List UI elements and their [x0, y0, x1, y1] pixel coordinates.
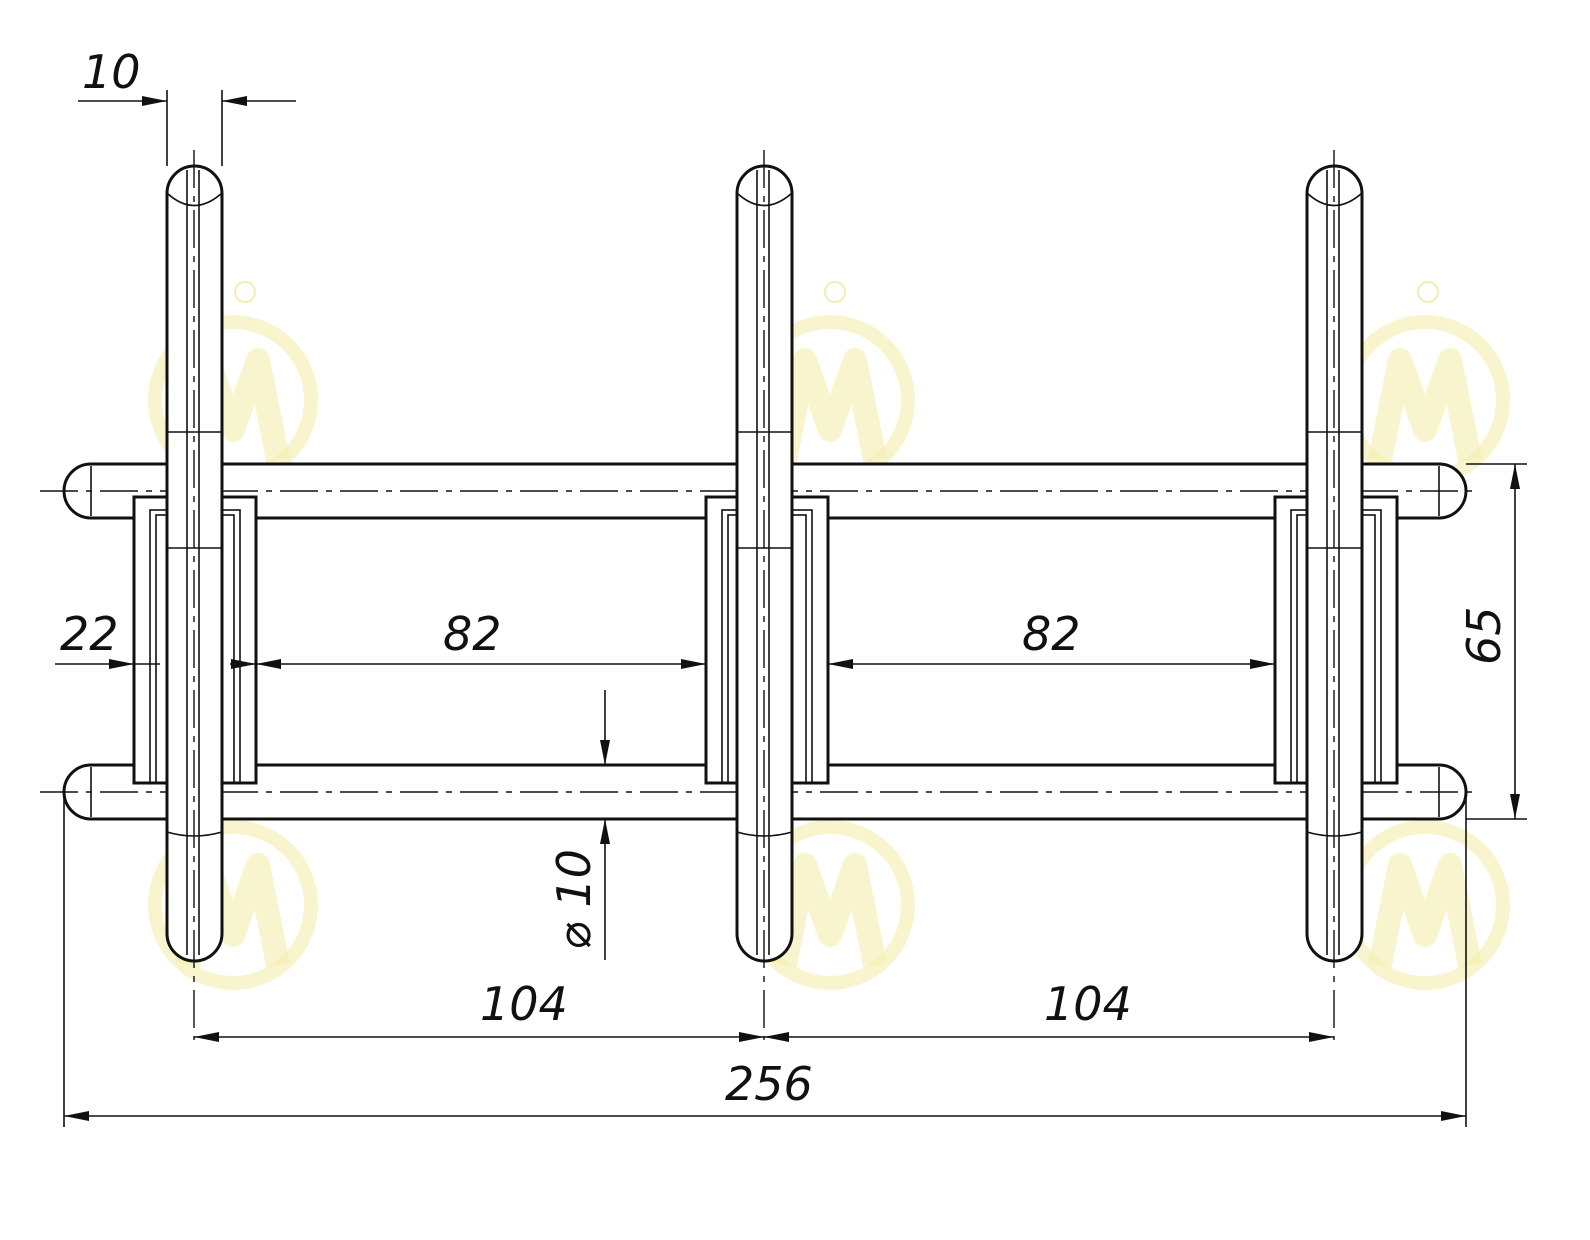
dimension-label-gap-right: 82: [1022, 607, 1081, 661]
dimension-label-bracket-width: 22: [60, 607, 119, 661]
dimension-overall-length: 256: [63, 792, 1467, 1127]
dimension-rail-spacing: 65: [1457, 463, 1527, 820]
dimension-label-pitch-right: 104: [1044, 977, 1132, 1031]
hook-left: [165, 150, 224, 1040]
watermark-logo: [1340, 820, 1510, 990]
dimension-hook-width: 10: [78, 45, 296, 166]
dimension-rod-diameter: ⌀ 10: [547, 690, 610, 960]
dimension-label-pitch-left: 104: [480, 977, 568, 1031]
registered-mark-icon: [824, 281, 846, 303]
registered-mark-icon: [234, 281, 256, 303]
watermark-group: [148, 281, 1510, 990]
dimension-label-overall-length: 256: [725, 1057, 813, 1111]
dimension-pitch: 104 104: [194, 977, 1334, 1042]
dimension-label-rail-spacing: 65: [1457, 606, 1511, 665]
dimension-label-gap-left: 82: [443, 607, 502, 661]
watermark-logo: [1340, 315, 1510, 485]
hook-right: [1305, 150, 1364, 1040]
dimension-label-rod-diameter: ⌀ 10: [547, 849, 601, 950]
hook-middle: [735, 150, 794, 1040]
dimension-bracket-row: 22 82 82: [55, 607, 1275, 669]
dimension-label-hook-width: 10: [82, 45, 141, 99]
registered-mark-icon: [1417, 281, 1439, 303]
